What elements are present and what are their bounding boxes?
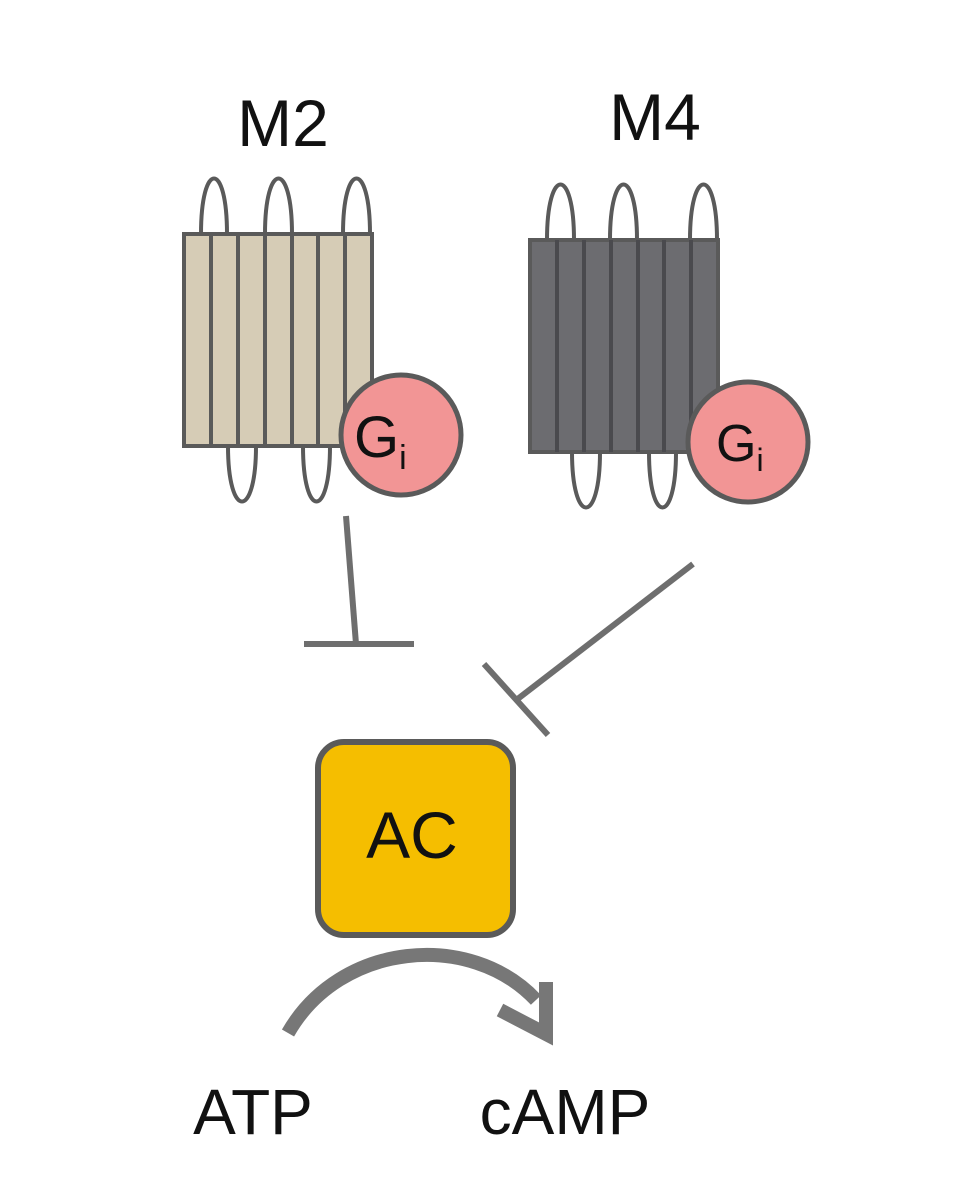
reaction-arrowhead bbox=[496, 982, 553, 1046]
m2-inhibition-arrow bbox=[304, 515, 414, 647]
reaction-arc bbox=[281, 947, 542, 1037]
m4-bottom-loops bbox=[570, 451, 678, 510]
m4-top-loops bbox=[545, 182, 719, 241]
camp-label: cAMP bbox=[480, 1076, 651, 1148]
m4-top-loop bbox=[608, 182, 639, 241]
m4-gi-protein: Gi bbox=[685, 379, 811, 505]
m4-bottom-loop bbox=[570, 451, 602, 510]
m2-gi-subscript: i bbox=[399, 439, 407, 477]
m4-top-loop bbox=[545, 182, 576, 241]
m4-inhibition-arrow bbox=[481, 561, 695, 738]
m2-inhibition-line bbox=[343, 515, 359, 645]
m4-inhibition-line bbox=[513, 561, 695, 704]
m2-bottom-loop bbox=[301, 445, 332, 504]
m2-top-loop bbox=[341, 176, 372, 235]
ac-label: AC bbox=[366, 798, 458, 872]
m2-top-loop bbox=[199, 176, 229, 235]
adenylyl-cyclase: AC bbox=[315, 739, 516, 938]
m4-receptor: M4 Gi bbox=[528, 80, 811, 510]
m2-gi-circle bbox=[338, 372, 464, 498]
atp-label: ATP bbox=[193, 1076, 313, 1148]
m2-bottom-loops bbox=[226, 445, 332, 504]
m2-label: M2 bbox=[237, 86, 329, 160]
m4-gi-circle bbox=[685, 379, 811, 505]
ac-box bbox=[315, 739, 516, 938]
m4-gi-label: Gi bbox=[716, 415, 764, 478]
m2-top-loops bbox=[199, 176, 372, 235]
m4-label: M4 bbox=[609, 80, 701, 154]
m4-bottom-loop bbox=[647, 451, 678, 510]
m2-receptor: M2 Gi bbox=[182, 86, 464, 504]
m2-bottom-loop bbox=[226, 445, 258, 504]
m2-transmembrane-body bbox=[182, 232, 374, 448]
m4-inhibition-bar bbox=[481, 661, 551, 738]
m2-gi-label: Gi bbox=[354, 405, 407, 477]
m4-top-loop bbox=[688, 182, 719, 241]
m4-gi-letter: G bbox=[716, 415, 756, 473]
m2-top-loop bbox=[263, 176, 294, 235]
m4-transmembrane-body bbox=[528, 238, 720, 454]
reaction-arrow bbox=[281, 947, 553, 1046]
m2-gi-protein: Gi bbox=[338, 372, 464, 498]
m4-gi-subscript: i bbox=[756, 442, 763, 478]
m2-gi-letter: G bbox=[354, 405, 399, 470]
